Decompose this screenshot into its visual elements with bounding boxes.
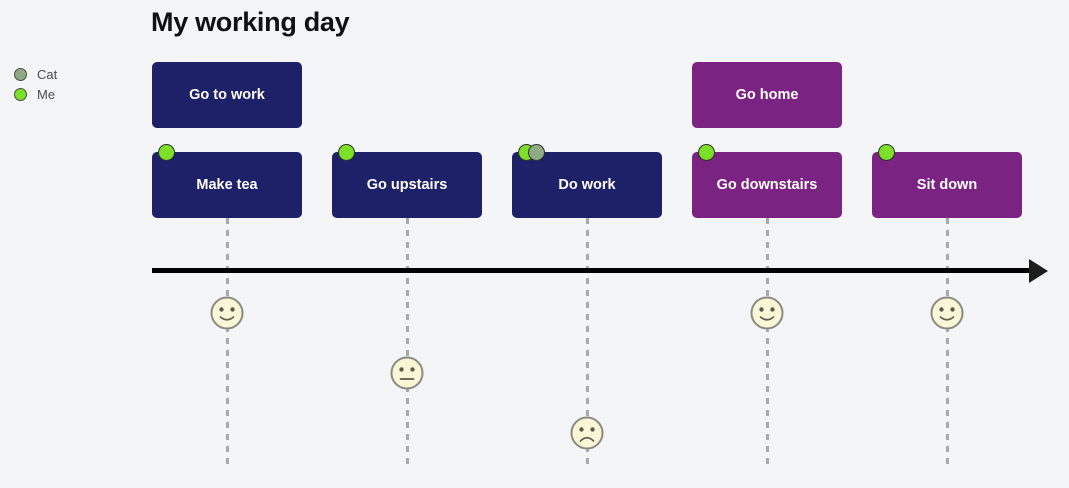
legend-item-me[interactable]: Me bbox=[14, 84, 57, 104]
timeline-axis bbox=[152, 268, 1032, 273]
activity-box-make-tea[interactable]: Make tea bbox=[152, 152, 302, 218]
activity-box-go-downstairs[interactable]: Go downstairs bbox=[692, 152, 842, 218]
activity-box-go-home[interactable]: Go home bbox=[692, 62, 842, 128]
activity-label: Go downstairs bbox=[716, 176, 818, 193]
emotion-face-happy-sit-down bbox=[930, 296, 964, 330]
emotion-face-happy-make-tea bbox=[210, 296, 244, 330]
participant-dot-cat-do-work[interactable] bbox=[528, 144, 545, 161]
page-title: My working day bbox=[151, 7, 350, 37]
connector-line-make-tea bbox=[225, 218, 229, 465]
legend-item-label: Cat bbox=[37, 66, 58, 82]
legend-item-label: Me bbox=[37, 86, 56, 102]
activity-box-go-to-work[interactable]: Go to work bbox=[152, 62, 302, 128]
connector-line-go-upstairs bbox=[405, 218, 409, 465]
activity-label: Go upstairs bbox=[366, 176, 448, 193]
connector-line-do-work bbox=[585, 218, 589, 465]
circle-marker-icon-me bbox=[14, 87, 27, 101]
arrow-right-icon bbox=[1029, 259, 1048, 283]
participant-dot-me-sit-down[interactable] bbox=[878, 144, 895, 161]
activity-label: Make tea bbox=[196, 176, 258, 193]
emotion-face-neutral-go-upstairs bbox=[390, 356, 424, 390]
participant-dot-me-make-tea[interactable] bbox=[158, 144, 175, 161]
activity-label: Sit down bbox=[916, 176, 978, 193]
participant-dot-me-go-upstairs[interactable] bbox=[338, 144, 355, 161]
connector-line-go-downstairs bbox=[765, 218, 769, 465]
emotion-face-happy-go-downstairs bbox=[750, 296, 784, 330]
activity-label: Go home bbox=[735, 86, 799, 103]
activity-label: Go to work bbox=[189, 86, 265, 103]
activity-box-do-work[interactable]: Do work bbox=[512, 152, 662, 218]
emotion-face-sad-do-work bbox=[570, 416, 604, 450]
activity-label: Do work bbox=[558, 176, 616, 193]
activity-box-go-upstairs[interactable]: Go upstairs bbox=[332, 152, 482, 218]
activity-box-sit-down[interactable]: Sit down bbox=[872, 152, 1022, 218]
legend-item-cat[interactable]: Cat bbox=[14, 64, 57, 84]
participant-dot-me-go-downstairs[interactable] bbox=[698, 144, 715, 161]
connector-line-sit-down bbox=[945, 218, 949, 465]
legend: Cat Me bbox=[14, 64, 57, 104]
circle-marker-icon-cat bbox=[14, 67, 27, 81]
